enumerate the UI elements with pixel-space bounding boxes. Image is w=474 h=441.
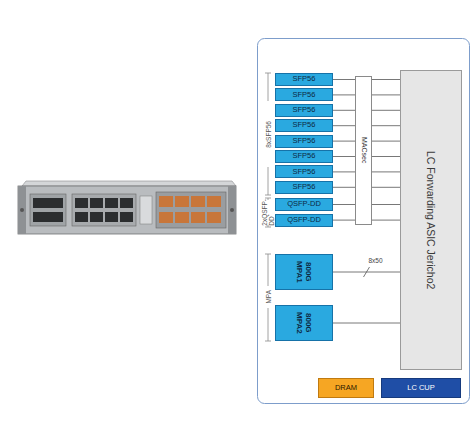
node-text: SFP56 bbox=[293, 106, 316, 115]
bus-line bbox=[333, 187, 355, 188]
line-card-photo bbox=[18, 181, 236, 234]
node-text: 800G MPA1 bbox=[295, 255, 313, 289]
node-text: SFP56 bbox=[293, 183, 316, 192]
macsec-box: MACsec bbox=[355, 76, 372, 225]
node-text: QSFP-DD bbox=[287, 200, 321, 209]
mpa-box: 800G MPA2 bbox=[275, 305, 333, 341]
bus-slash bbox=[364, 267, 370, 277]
asic-box: LC Forwarding ASIC Jericho2 bbox=[400, 70, 462, 370]
node-text: LC CUP bbox=[407, 384, 435, 393]
bus-line bbox=[333, 204, 355, 205]
node-text: LC Forwarding ASIC Jericho2 bbox=[425, 151, 437, 289]
node-text: SFP56 bbox=[293, 137, 316, 146]
port-box: SFP56 bbox=[275, 119, 333, 132]
node-text: SFP56 bbox=[293, 75, 316, 84]
bus-line bbox=[372, 80, 400, 221]
cpu-box: LC CUP bbox=[381, 378, 461, 398]
memory-box: DRAM bbox=[318, 378, 374, 398]
port-box: QSFP-DD bbox=[275, 214, 333, 227]
node-text: SFP56 bbox=[293, 91, 316, 100]
bus-line bbox=[333, 79, 355, 80]
bus-line bbox=[333, 141, 355, 142]
bus-line bbox=[333, 125, 355, 126]
bus-line bbox=[333, 220, 355, 221]
port-box: SFP56 bbox=[275, 88, 333, 101]
group-label: MPA bbox=[265, 290, 272, 304]
node-text: MACsec bbox=[359, 137, 367, 163]
node-text: SFP56 bbox=[293, 152, 316, 161]
bus-line bbox=[333, 171, 355, 172]
node-text: QSFP-DD bbox=[287, 216, 321, 225]
bus-line bbox=[333, 156, 355, 157]
port-box: SFP56 bbox=[275, 73, 333, 86]
port-box: QSFP-DD bbox=[275, 198, 333, 211]
bus-line bbox=[333, 323, 400, 324]
port-box: SFP56 bbox=[275, 135, 333, 148]
port-box: SFP56 bbox=[275, 150, 333, 163]
port-box: SFP56 bbox=[275, 104, 333, 117]
port-box: SFP56 bbox=[275, 165, 333, 178]
group-label: 8xSFP56 bbox=[265, 121, 272, 148]
mpa-box: 800G MPA1 bbox=[275, 254, 333, 290]
bus-line bbox=[333, 110, 355, 111]
panel-border bbox=[258, 39, 470, 404]
group-label: 2xQSFP-DD bbox=[261, 199, 275, 226]
node-text: DRAM bbox=[335, 384, 357, 393]
node-text: SFP56 bbox=[293, 168, 316, 177]
node-text: SFP56 bbox=[293, 121, 316, 130]
bus-line bbox=[333, 94, 355, 95]
edge-label: 8x50 bbox=[369, 257, 383, 264]
port-box: SFP56 bbox=[275, 181, 333, 194]
node-text: 800G MPA2 bbox=[295, 306, 313, 340]
